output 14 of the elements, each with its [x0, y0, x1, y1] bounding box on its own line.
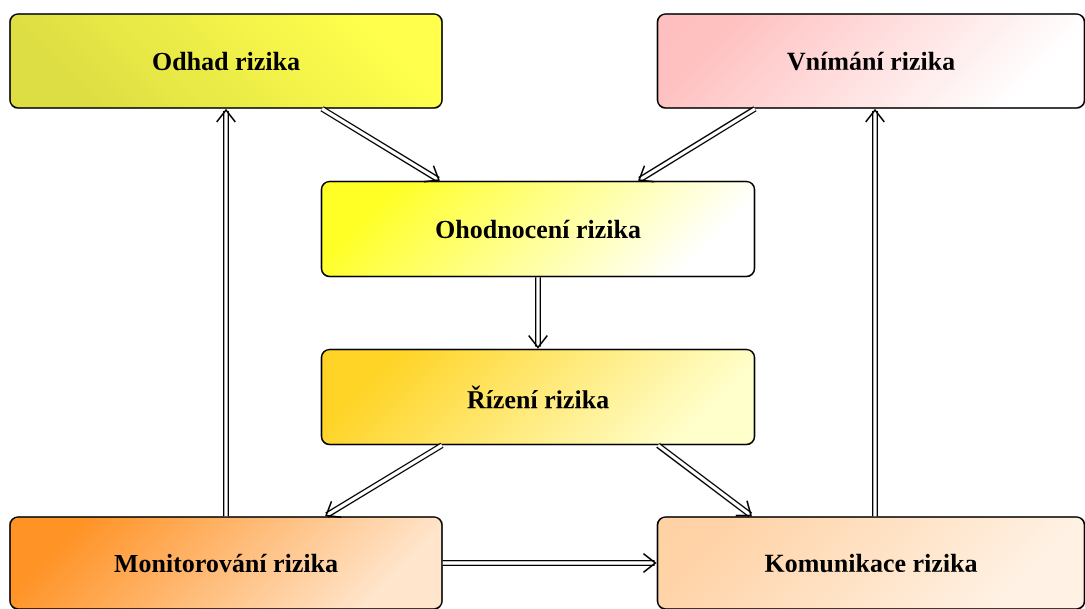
process-box: Monitorování rizika — [9, 516, 443, 609]
process-box: Odhad rizika — [9, 13, 443, 109]
process-box: Ohodnocení rizika — [320, 180, 756, 278]
arrow — [325, 442, 444, 519]
process-box: Vnímání rizika — [656, 13, 1085, 109]
process-box: Řízení rizika — [320, 348, 756, 446]
arrow — [638, 106, 757, 183]
arrow — [527, 277, 549, 349]
arrow — [656, 442, 753, 518]
arrow — [215, 108, 237, 517]
arrow — [320, 106, 440, 183]
arrow — [442, 552, 657, 574]
arrow — [864, 108, 886, 517]
process-box: Komunikace rizika — [656, 516, 1085, 609]
